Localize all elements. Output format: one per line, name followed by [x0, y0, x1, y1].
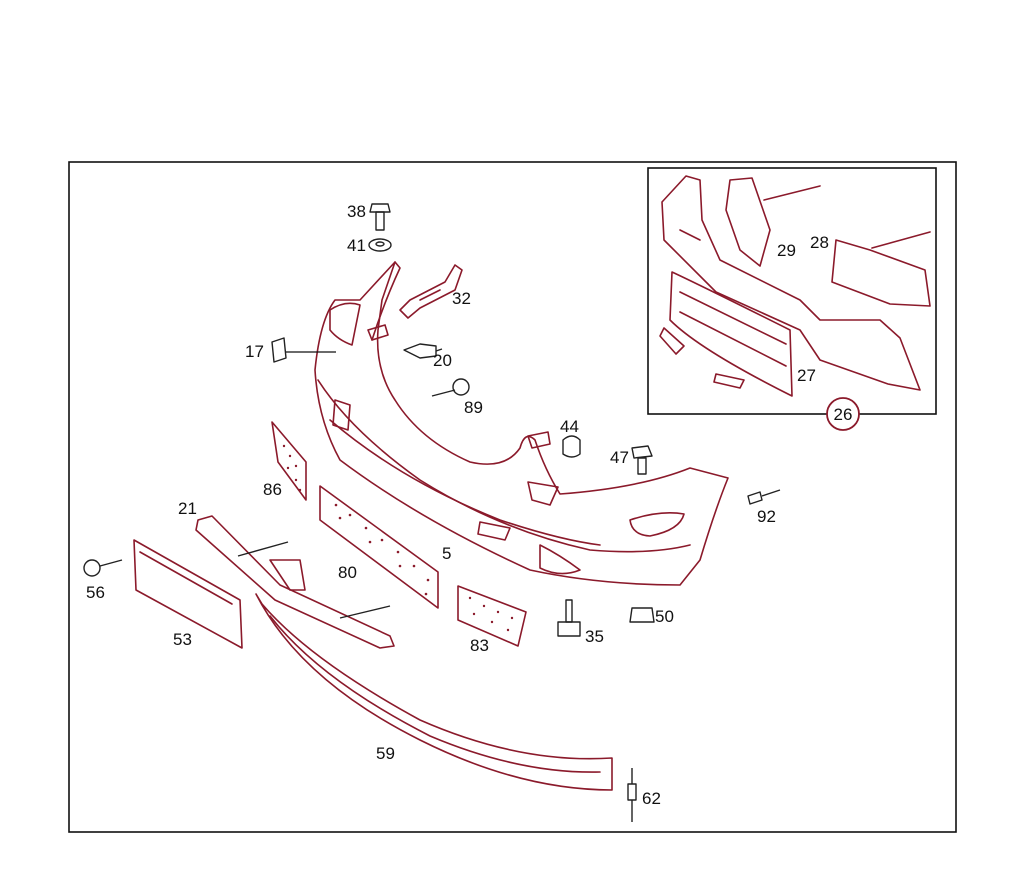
label-38: 38 — [347, 202, 366, 221]
label-92: 92 — [757, 507, 776, 526]
bolt-38 — [369, 203, 391, 231]
washer-41 — [368, 238, 392, 252]
grille-80 — [319, 485, 439, 609]
label-89: 89 — [464, 398, 483, 417]
pin-92 — [747, 489, 781, 505]
bolt-47 — [631, 445, 653, 475]
label-27: 27 — [797, 366, 816, 385]
inset-callout-circle — [826, 397, 860, 431]
label-32: 32 — [452, 289, 471, 308]
label-28: 28 — [810, 233, 829, 252]
label-59: 59 — [376, 744, 395, 763]
label-86: 86 — [263, 480, 282, 499]
inset-callout-label: 26 — [834, 405, 853, 424]
label-83: 83 — [470, 636, 489, 655]
nut-50 — [629, 607, 655, 623]
label-47: 47 — [610, 448, 629, 467]
plate-holder-53 — [133, 539, 243, 649]
label-56: 56 — [86, 583, 105, 602]
label-62: 62 — [642, 789, 661, 808]
label-44: 44 — [560, 417, 579, 436]
bumper-cover — [314, 261, 729, 586]
grille-86 — [271, 421, 307, 501]
grille-83 — [457, 585, 527, 647]
inset-frame — [647, 167, 937, 415]
label-41: 41 — [347, 236, 366, 255]
inset-parts — [659, 175, 931, 397]
screw-56 — [83, 559, 123, 577]
bracket-32 — [399, 264, 463, 319]
diagram-frame — [68, 161, 957, 833]
spoiler-59 — [255, 593, 613, 791]
label-20: 20 — [433, 351, 452, 370]
label-5: 5 — [442, 544, 451, 563]
bolt-35 — [557, 599, 581, 637]
label-35: 35 — [585, 627, 604, 646]
label-29: 29 — [777, 241, 796, 260]
nut-44 — [562, 435, 581, 458]
pin-20 — [403, 343, 443, 359]
support-21 — [195, 515, 395, 649]
label-50: 50 — [655, 607, 674, 626]
label-21: 21 — [178, 499, 197, 518]
label-17: 17 — [245, 342, 264, 361]
clip-17 — [271, 337, 336, 363]
pin-62 — [627, 768, 637, 822]
label-80: 80 — [338, 563, 357, 582]
label-53: 53 — [173, 630, 192, 649]
screw-89 — [431, 378, 470, 397]
